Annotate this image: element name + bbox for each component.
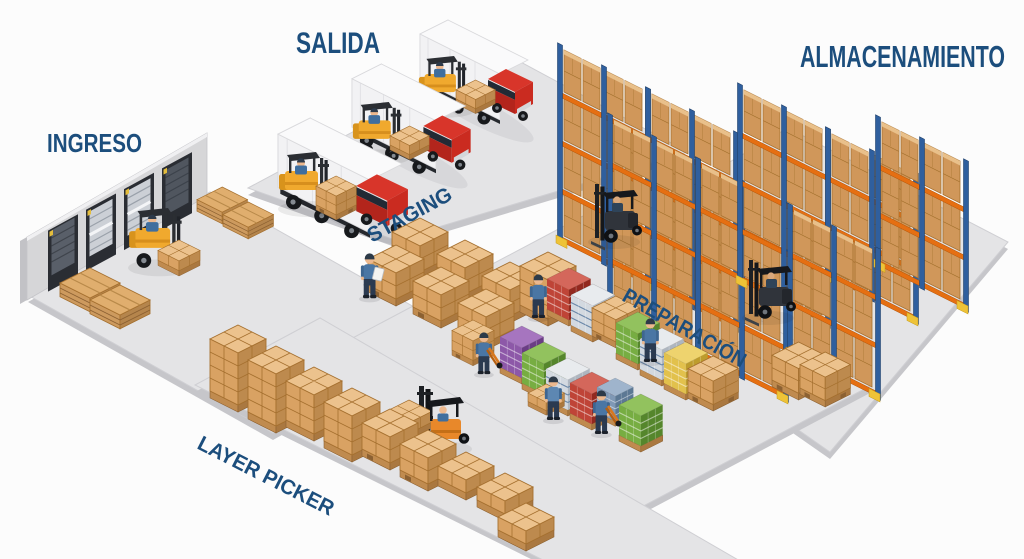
label-salida: SALIDA [296,27,380,60]
dock-door [48,214,78,292]
label-almacenamiento: ALMACENAMIENTO [800,39,1005,74]
product-pallet-green [618,393,664,453]
forklift-icon [742,260,796,327]
label-ingreso: INGRESO [47,128,142,158]
forklift-icon [588,184,642,251]
dock-door [86,193,116,271]
dock-door [162,152,192,230]
zone-ingreso [20,132,274,330]
zone-salida [277,19,534,245]
